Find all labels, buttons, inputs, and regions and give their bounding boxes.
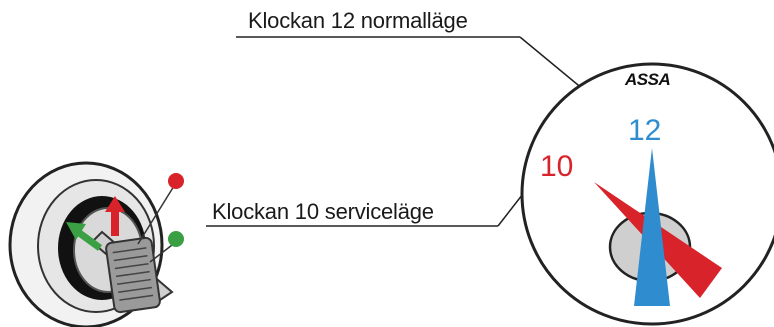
- dial-mark-12: 12: [628, 114, 662, 147]
- normal-pointer: [634, 148, 670, 306]
- brand-logo: ASSA: [625, 70, 671, 89]
- key-in-lock-icon: [8, 161, 174, 327]
- green-dot-icon: [168, 231, 184, 247]
- dial: [520, 62, 774, 326]
- normal-position-label: Klockan 12 normalläge: [248, 8, 468, 33]
- dial-mark-10: 10: [540, 150, 574, 183]
- red-arrow-icon: [105, 196, 125, 236]
- green-arrow-icon: [66, 222, 103, 251]
- service-position-label: Klockan 10 serviceläge: [212, 199, 434, 224]
- red-dot-icon: [168, 173, 184, 189]
